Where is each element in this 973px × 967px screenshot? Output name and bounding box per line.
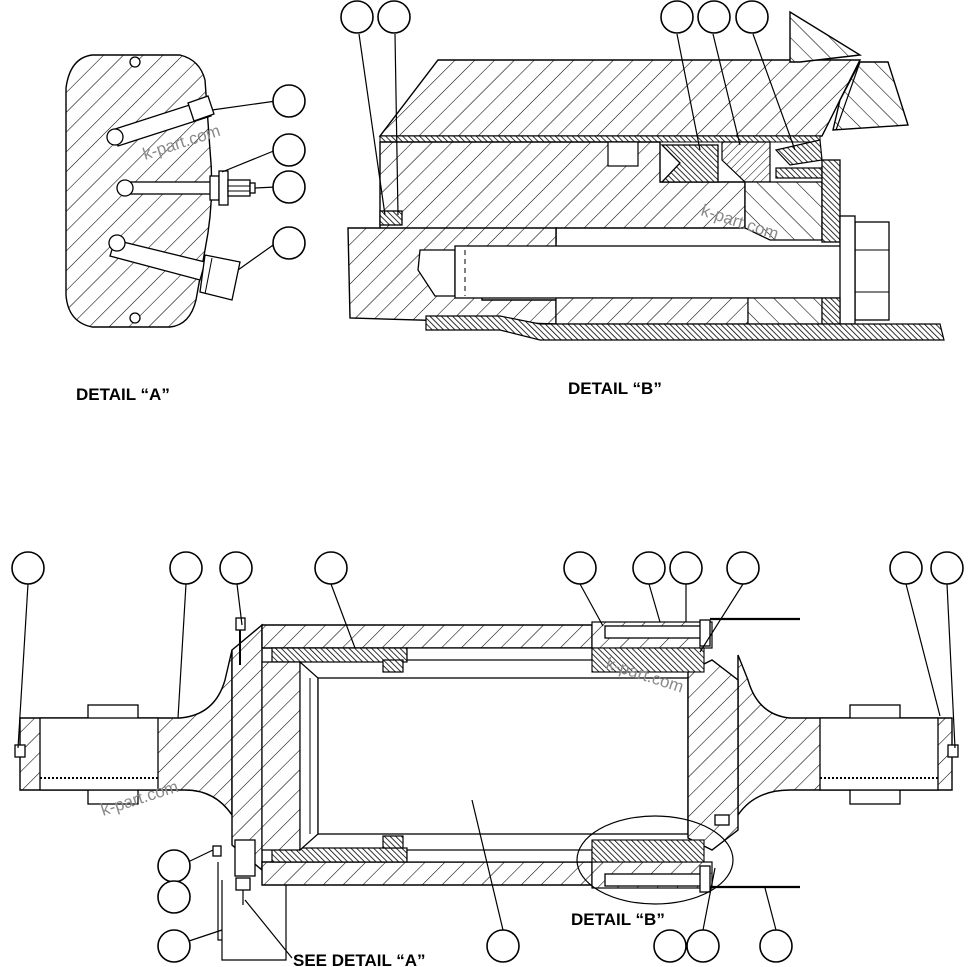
main-balloon-15 (653, 929, 687, 963)
detail-b-balloon-5 (735, 0, 769, 34)
main-balloon-7 (669, 551, 703, 585)
main-balloon-2 (169, 551, 203, 585)
grease-fitting-middle (116, 170, 256, 206)
main-balloon-16 (686, 929, 720, 963)
barrel-top-wall (261, 624, 593, 649)
detail-a-balloon-4 (272, 226, 306, 260)
main-balloon-17 (759, 929, 793, 963)
detail-b-wear-band (379, 135, 821, 143)
detail-b-balloon-4 (697, 0, 731, 34)
detail-b-o-ring (379, 210, 403, 226)
detail-a-balloon-3 (272, 170, 306, 204)
housing-hole-top (129, 56, 141, 68)
detail-b-balloon-1 (340, 0, 374, 34)
main-balloon-3 (219, 551, 253, 585)
detail-a-balloon-2 (272, 133, 306, 167)
detail-b-wiper (721, 141, 771, 183)
grease-fitting-upper (106, 95, 215, 147)
detail-b-callout-circle (576, 815, 734, 905)
main-balloon-4 (314, 551, 348, 585)
detail-b-top-label: DETAIL “B” (568, 379, 662, 398)
detail-a-balloon-1 (272, 84, 306, 118)
detail-a-view (65, 54, 306, 328)
detail-b-barrel (378, 59, 862, 137)
detail-b-rod-seal (660, 144, 719, 183)
gland-bolt-bottom (604, 873, 706, 887)
piston-seal-bottom (382, 835, 404, 849)
main-balloon-1 (11, 551, 45, 585)
main-balloon-12 (157, 880, 191, 914)
main-balloon-6 (632, 551, 666, 585)
barrel-bottom-wall (261, 861, 593, 886)
mounting-bracket (221, 880, 287, 961)
main-cylinder-view (11, 551, 964, 963)
grease-fitting-lower (108, 234, 241, 301)
detail-a-label: DETAIL “A” (76, 385, 170, 404)
piston-seal-top (382, 659, 404, 673)
piston-rod (317, 677, 689, 835)
housing-hole-bottom (129, 312, 141, 324)
detail-b-view (340, 0, 945, 341)
rod-end-body (687, 659, 739, 851)
left-bushing (14, 704, 159, 805)
detail-b-rod (417, 249, 456, 297)
main-balloon-5 (563, 551, 597, 585)
main-balloon-10 (930, 551, 964, 585)
detail-b-nut (854, 221, 890, 321)
main-balloon-13 (157, 929, 191, 963)
cylinder-head-body (231, 623, 263, 872)
detail-b-balloon-2 (377, 0, 411, 34)
main-balloon-11 (157, 849, 191, 883)
detail-b-main-label: DETAIL “B” (571, 910, 665, 929)
detail-b-balloon-3 (660, 0, 694, 34)
gland-bolt-top (604, 625, 706, 639)
detail-b-flange (832, 61, 909, 131)
main-balloon-8 (726, 551, 760, 585)
detail-b-base-plate (425, 315, 945, 341)
main-balloon-14 (486, 929, 520, 963)
piston-head (261, 661, 301, 851)
right-bushing (819, 704, 959, 805)
detail-b-wedge (789, 10, 863, 63)
main-balloon-9 (889, 551, 923, 585)
see-detail-a-label: SEE DETAIL “A” (293, 951, 426, 967)
